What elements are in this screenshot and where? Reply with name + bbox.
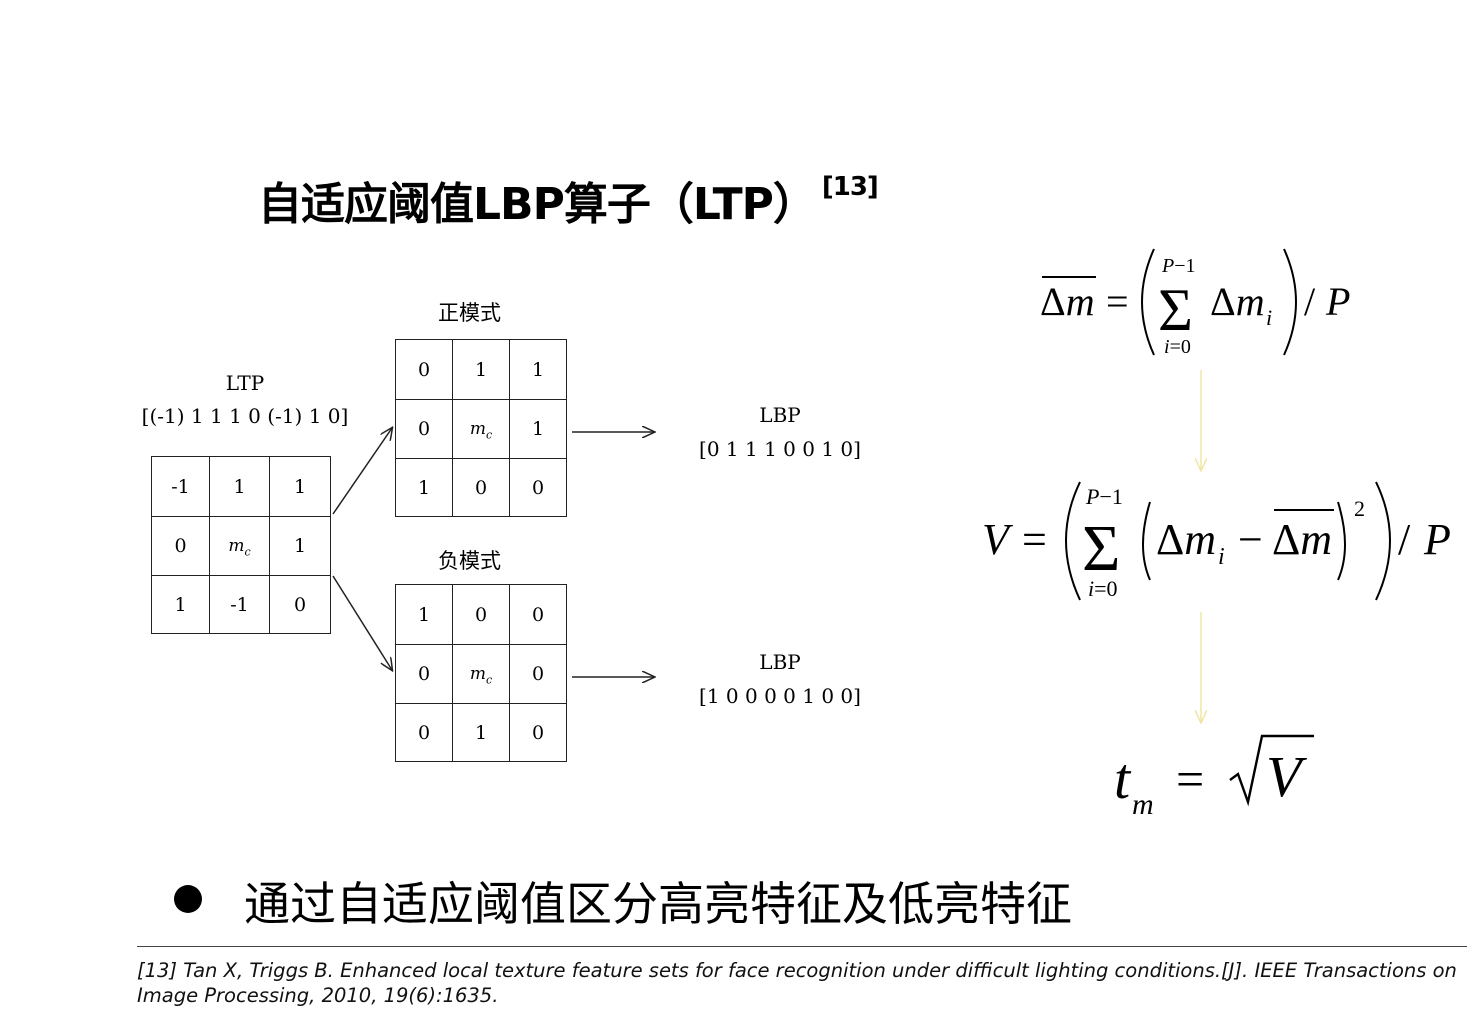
svg-text:−: −: [1238, 515, 1263, 564]
svg-text:=: =: [1176, 751, 1204, 807]
svg-text:P−1: P−1: [1085, 484, 1123, 509]
grid-cell: 1: [209, 456, 270, 517]
formula-mean: Δm = P−1 Σ i=0 Δm i / P: [1030, 245, 1370, 367]
grid-cell: 1: [395, 458, 453, 517]
svg-text:i: i: [1218, 544, 1225, 570]
title-ref-mark: [13]: [821, 172, 879, 202]
negative-pattern-label: 负模式: [438, 549, 501, 573]
positive-pattern-label: 正模式: [438, 301, 501, 325]
svg-text:Σ: Σ: [1082, 512, 1120, 585]
svg-text:i=0: i=0: [1164, 336, 1191, 358]
svg-text:P: P: [1423, 515, 1451, 564]
grid-cell: 1: [269, 516, 331, 576]
formula-threshold: t m = V: [1110, 728, 1330, 832]
svg-text:=: =: [1022, 515, 1047, 564]
grid-center-cell: mc: [209, 516, 270, 576]
formula-variance: V = P−1 Σ i=0 Δm i − Δm 2 / P: [978, 478, 1458, 610]
svg-text:Δm: Δm: [1210, 279, 1265, 324]
svg-text:Δm: Δm: [1272, 515, 1332, 564]
bullet-dot-icon: [174, 885, 202, 913]
svg-text:Δm: Δm: [1156, 515, 1216, 564]
center-symbol: mc: [469, 418, 493, 442]
title-text: 自适应阈值LBP算子（LTP）: [258, 179, 817, 230]
grid-cell: 1: [151, 575, 210, 634]
grid-cell: 0: [395, 644, 453, 704]
center-symbol: mc: [469, 663, 493, 687]
ltp-code: [(-1) 1 1 1 0 (-1) 1 0]: [141, 404, 349, 428]
svg-text:2: 2: [1354, 496, 1365, 521]
arrow-to-positive: [332, 428, 392, 515]
grid-cell: 1: [395, 584, 453, 645]
svg-text:Σ: Σ: [1158, 277, 1193, 343]
svg-text:i: i: [1266, 305, 1272, 330]
svg-text:/: /: [1304, 279, 1316, 324]
center-symbol: mc: [228, 535, 251, 559]
grid-cell: 0: [509, 703, 567, 762]
svg-text:m: m: [1132, 788, 1154, 821]
bullet-text: 通过自适应阈值区分高亮特征及低亮特征: [244, 877, 1072, 931]
svg-text:P−1: P−1: [1161, 255, 1196, 277]
svg-text:t: t: [1114, 746, 1132, 811]
reference-text: [13] Tan X, Triggs B. Enhanced local tex…: [137, 959, 1457, 1007]
svg-text:/: /: [1398, 515, 1411, 564]
ltp-label: LTP: [225, 371, 265, 395]
grid-cell: 0: [509, 458, 567, 517]
grid-cell: 1: [269, 456, 331, 517]
grid-cell: 0: [452, 584, 510, 645]
grid-cell: -1: [209, 575, 270, 634]
lbp-negative-label: LBP: [759, 650, 801, 674]
svg-text:V: V: [982, 515, 1014, 564]
svg-text:Δm: Δm: [1040, 279, 1095, 324]
lbp-negative-code: [1 0 0 0 0 1 0 0]: [699, 684, 861, 708]
grid-cell: 1: [452, 703, 510, 762]
footer-divider: [137, 946, 1467, 947]
svg-text:i=0: i=0: [1088, 576, 1118, 601]
grid-cell: 0: [509, 584, 567, 645]
svg-text:P: P: [1325, 279, 1350, 324]
grid-cell: 0: [395, 703, 453, 762]
arrow-to-negative: [332, 575, 392, 670]
grid-cell: 0: [395, 399, 453, 459]
svg-text:=: =: [1106, 279, 1129, 324]
grid-cell: 1: [452, 339, 510, 400]
grid-center-cell: mc: [452, 399, 510, 459]
grid-cell: 0: [452, 458, 510, 517]
grid-cell: 0: [269, 575, 331, 634]
page-title: 自适应阈值LBP算子（LTP）[13]: [258, 168, 879, 232]
svg-text:V: V: [1266, 744, 1308, 809]
lbp-positive-label: LBP: [759, 403, 801, 427]
grid-cell: 0: [509, 644, 567, 704]
grid-cell: 1: [509, 339, 567, 400]
lbp-positive-code: [0 1 1 1 0 0 1 0]: [699, 437, 861, 461]
